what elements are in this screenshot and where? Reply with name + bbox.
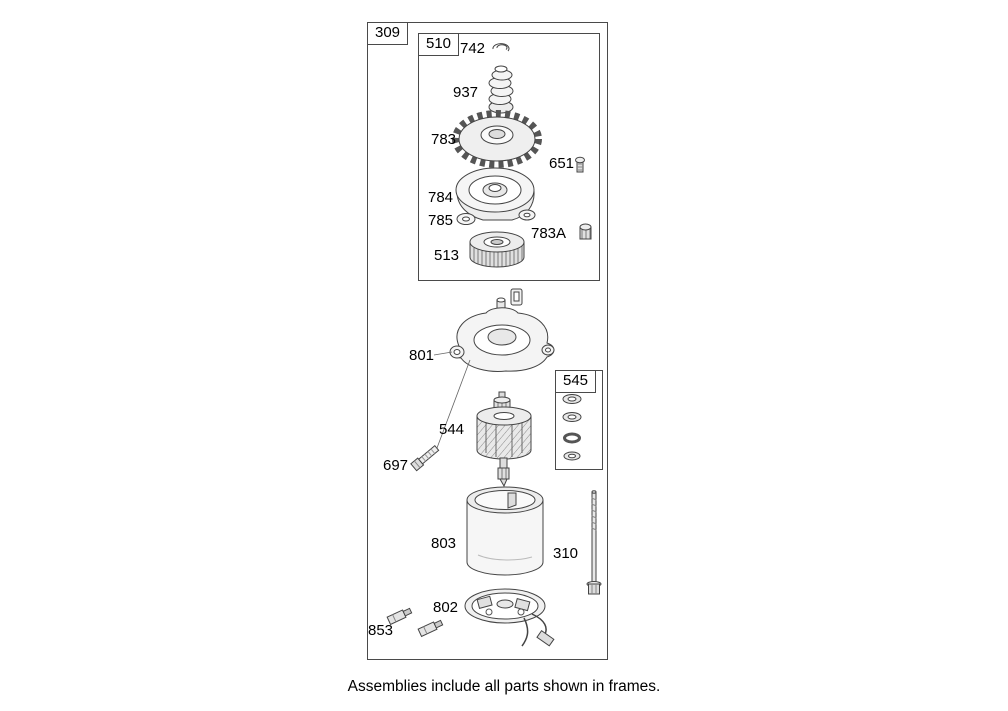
clutch-drum-513-art [469, 231, 525, 268]
part-label-801: 801 [409, 347, 435, 364]
through-bolt-310-art [586, 490, 602, 595]
retainer-clip-742-art [492, 43, 510, 52]
assembly-frame-545: 545 [555, 370, 603, 470]
assembly-frame-309: 309 [367, 22, 608, 660]
spring-937-art [488, 65, 514, 114]
assembly-frame-510: 510 [418, 33, 600, 281]
end-cap-802-art [464, 588, 555, 647]
screw-651-art [575, 156, 585, 173]
bolt-697-leader-line [436, 359, 471, 449]
part-label-310: 310 [553, 545, 579, 562]
part-label-784: 784 [428, 189, 454, 206]
armature-544-art [476, 391, 532, 488]
part-label-513: 513 [434, 247, 460, 264]
bolt-697-art [410, 444, 440, 472]
washer-set-545-art [562, 394, 582, 461]
label-801-leader-line [433, 351, 453, 356]
part-label-783A: 783A [531, 225, 567, 242]
part-label-802: 802 [433, 599, 459, 616]
drive-housing-801-art [433, 288, 555, 372]
frame-label-510: 510 [418, 33, 460, 56]
part-label-651: 651 [549, 155, 575, 172]
part-label-803: 803 [431, 535, 457, 552]
nut-783A-art [579, 223, 592, 240]
gear-783-art [452, 110, 542, 168]
diagram-caption: Assemblies include all parts shown in fr… [347, 678, 661, 695]
frame-label-545: 545 [555, 370, 597, 393]
frame-label-309: 309 [367, 22, 409, 45]
part-label-544: 544 [439, 421, 465, 438]
part-label-937: 937 [453, 84, 479, 101]
part-label-853: 853 [368, 622, 394, 639]
part-label-783: 783 [431, 131, 457, 148]
part-label-785: 785 [428, 212, 454, 229]
part-label-742: 742 [460, 40, 486, 57]
clutch-housing-784-785-art [455, 167, 536, 225]
wire-connector-853-art [386, 607, 444, 638]
part-label-697: 697 [383, 457, 409, 474]
housing-cylinder-803-art [466, 486, 544, 576]
